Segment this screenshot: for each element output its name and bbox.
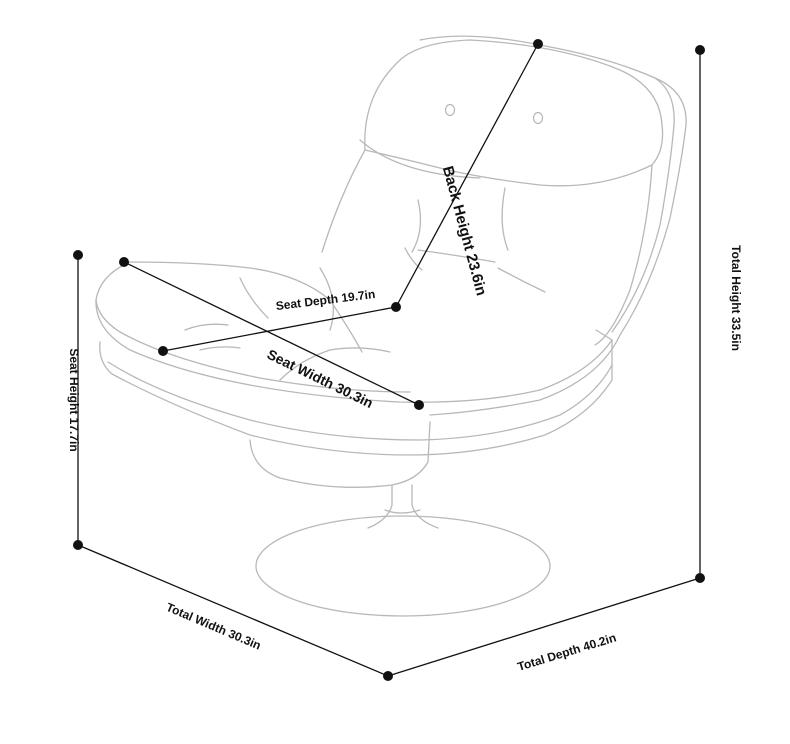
endpoint-floor-left xyxy=(73,540,83,550)
total-depth-line xyxy=(387,577,701,677)
endpoint-seat-width-left xyxy=(119,257,129,267)
chair-under-shell xyxy=(249,421,431,488)
back-height-line xyxy=(395,43,539,308)
total-depth-label: Total Depth 40.2in xyxy=(516,631,618,674)
endpoint-floor-front xyxy=(383,671,393,681)
endpoint-back-top xyxy=(533,39,543,49)
chair-seat-side xyxy=(99,339,613,456)
chair-inner-back xyxy=(321,149,653,346)
chair-base xyxy=(255,515,551,617)
seat-width-line xyxy=(123,261,420,406)
endpoint-seat-height-top xyxy=(73,250,83,260)
chair-back-shell xyxy=(419,35,687,416)
back-button-left xyxy=(444,103,456,117)
seat-depth-label: Seat Depth 19.7in xyxy=(275,287,376,313)
total-height-label: Total Height 33.5in xyxy=(729,245,743,351)
dimension-lines xyxy=(77,43,701,677)
chair-pedestal xyxy=(367,484,439,529)
endpoint-seat-front xyxy=(158,346,168,356)
endpoint-floor-right xyxy=(695,573,705,583)
dimension-endpoints xyxy=(73,39,705,681)
total-width-line xyxy=(77,544,389,677)
chair-illustration xyxy=(95,35,687,617)
chair-seat-cushion xyxy=(95,261,613,403)
seat-depth-line xyxy=(162,306,397,352)
endpoint-total-height-top xyxy=(695,45,705,55)
chair-back-cushion xyxy=(364,39,664,187)
back-height-label: Back Height 23.6in xyxy=(439,164,490,297)
seat-height-label: Seat Height 17.7in xyxy=(67,348,81,451)
total-width-label: Total Width 30.3in xyxy=(164,600,263,653)
chair-back-shell-inner xyxy=(611,77,675,333)
back-button-right xyxy=(532,111,544,125)
endpoint-seat-width-right xyxy=(414,400,424,410)
endpoint-seat-center xyxy=(391,302,401,312)
